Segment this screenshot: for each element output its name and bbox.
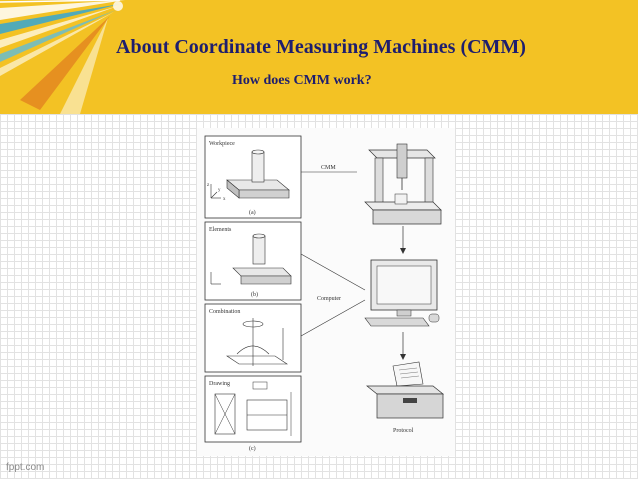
protocol-label: Protocol: [393, 428, 414, 434]
panel-label: Workpiece: [209, 141, 235, 147]
panel-caption: (c): [249, 445, 256, 452]
printer-paper: [392, 361, 424, 387]
axis-z-label: z: [207, 183, 210, 188]
computer-keyboard: [364, 317, 430, 327]
panel-caption: (a): [249, 209, 256, 216]
axis-x-label: x: [223, 197, 226, 202]
cmm-diagram: Workpiece z x y (a) Elements (b): [197, 128, 455, 456]
cmm-label: CMM: [321, 165, 336, 171]
printer: [366, 385, 444, 395]
panel-label: Elements: [209, 227, 232, 233]
axis-y-label: y: [218, 188, 221, 193]
decorative-rays: [0, 0, 125, 114]
slide-header: About Coordinate Measuring Machines (CMM…: [0, 0, 638, 114]
cmm-diagram-svg: Workpiece z x y (a) Elements (b): [204, 135, 444, 452]
panel-label: Combination: [209, 309, 240, 315]
panel-label: Drawing: [209, 381, 230, 387]
page-subtitle: How does CMM work?: [232, 73, 372, 88]
panel-caption: (b): [251, 291, 258, 298]
page-title: About Coordinate Measuring Machines (CMM…: [116, 36, 526, 58]
footer-watermark: fppt.com: [6, 462, 45, 473]
computer-label: Computer: [317, 296, 341, 302]
